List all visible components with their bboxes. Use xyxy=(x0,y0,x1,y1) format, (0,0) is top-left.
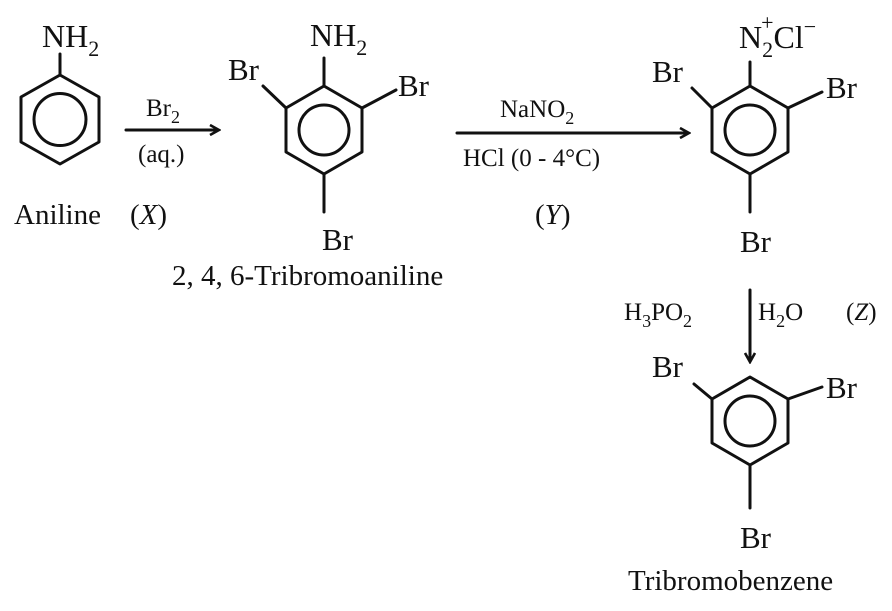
tribromobenzene-c-br-right-bond xyxy=(786,385,824,401)
tribromoaniline-aromatic-circle xyxy=(297,103,351,157)
diazonium-c-br-right-bond xyxy=(786,90,824,110)
tribromoaniline-br-right: Br xyxy=(398,68,430,103)
step-y: NaNO2 HCl (0 - 4°C) (Y) xyxy=(455,96,688,231)
tribromobenzene-c-br-left-bond xyxy=(692,382,714,401)
step-y-condition: HCl (0 - 4°C) xyxy=(463,145,600,172)
tribromoaniline-structure: NH2 Br Br Br 2, 4, 6-Tribromoaniline xyxy=(172,17,443,292)
step-x: Br2 (aq.) (X) xyxy=(124,95,218,231)
diazonium-n2-cl-label: N2+Cl− xyxy=(739,10,816,62)
aniline-name: Aniline xyxy=(14,199,101,231)
aniline-nh2-label: NH2 xyxy=(42,18,99,61)
diazonium-br-left: Br xyxy=(652,54,684,89)
tribromobenzene-ring xyxy=(710,375,790,467)
tribromobenzene-br-right: Br xyxy=(826,370,858,405)
diazonium-c-br-left-bond xyxy=(690,86,714,110)
tribromobenzene-br-left: Br xyxy=(652,349,684,384)
step-y-label: (Y) xyxy=(535,199,570,231)
step-y-reagent: NaNO2 xyxy=(500,96,574,128)
step-z-reagent: H3PO2 xyxy=(624,299,692,331)
aniline-structure: NH2 Aniline xyxy=(14,18,101,231)
tribromobenzene-br-bottom: Br xyxy=(740,520,772,555)
step-z: H3PO2 H2O (Z) xyxy=(624,288,877,361)
tribromoaniline-nh2-label: NH2 xyxy=(310,17,367,60)
tribromoaniline-ring xyxy=(284,84,364,176)
diazonium-br-bottom: Br xyxy=(740,224,772,259)
step-x-label: (X) xyxy=(130,199,167,231)
tribromobenzene-aromatic-circle xyxy=(723,394,777,448)
tribromobenzene-structure: Br Br Br Tribromobenzene xyxy=(628,349,858,597)
step-x-reagent: Br2 xyxy=(146,95,180,127)
aniline-ring xyxy=(19,73,101,166)
diazonium-structure: N2+Cl− Br Br Br xyxy=(652,10,858,259)
diazonium-ring xyxy=(710,84,790,176)
tribromoaniline-c-br-right-bond xyxy=(360,88,398,110)
tribromobenzene-name: Tribromobenzene xyxy=(628,565,833,597)
step-z-label: (Z) xyxy=(846,299,877,326)
step-x-condition: (aq.) xyxy=(138,141,185,168)
diazonium-br-right: Br xyxy=(826,70,858,105)
diazonium-aromatic-circle xyxy=(723,103,777,157)
aniline-aromatic-circle xyxy=(32,92,88,147)
tribromoaniline-br-left: Br xyxy=(228,52,260,87)
step-z-water: H2O xyxy=(758,299,803,331)
tribromoaniline-name: 2, 4, 6-Tribromoaniline xyxy=(172,260,443,292)
tribromoaniline-br-bottom: Br xyxy=(322,222,354,257)
tribromoaniline-c-br-left-bond xyxy=(261,84,288,110)
